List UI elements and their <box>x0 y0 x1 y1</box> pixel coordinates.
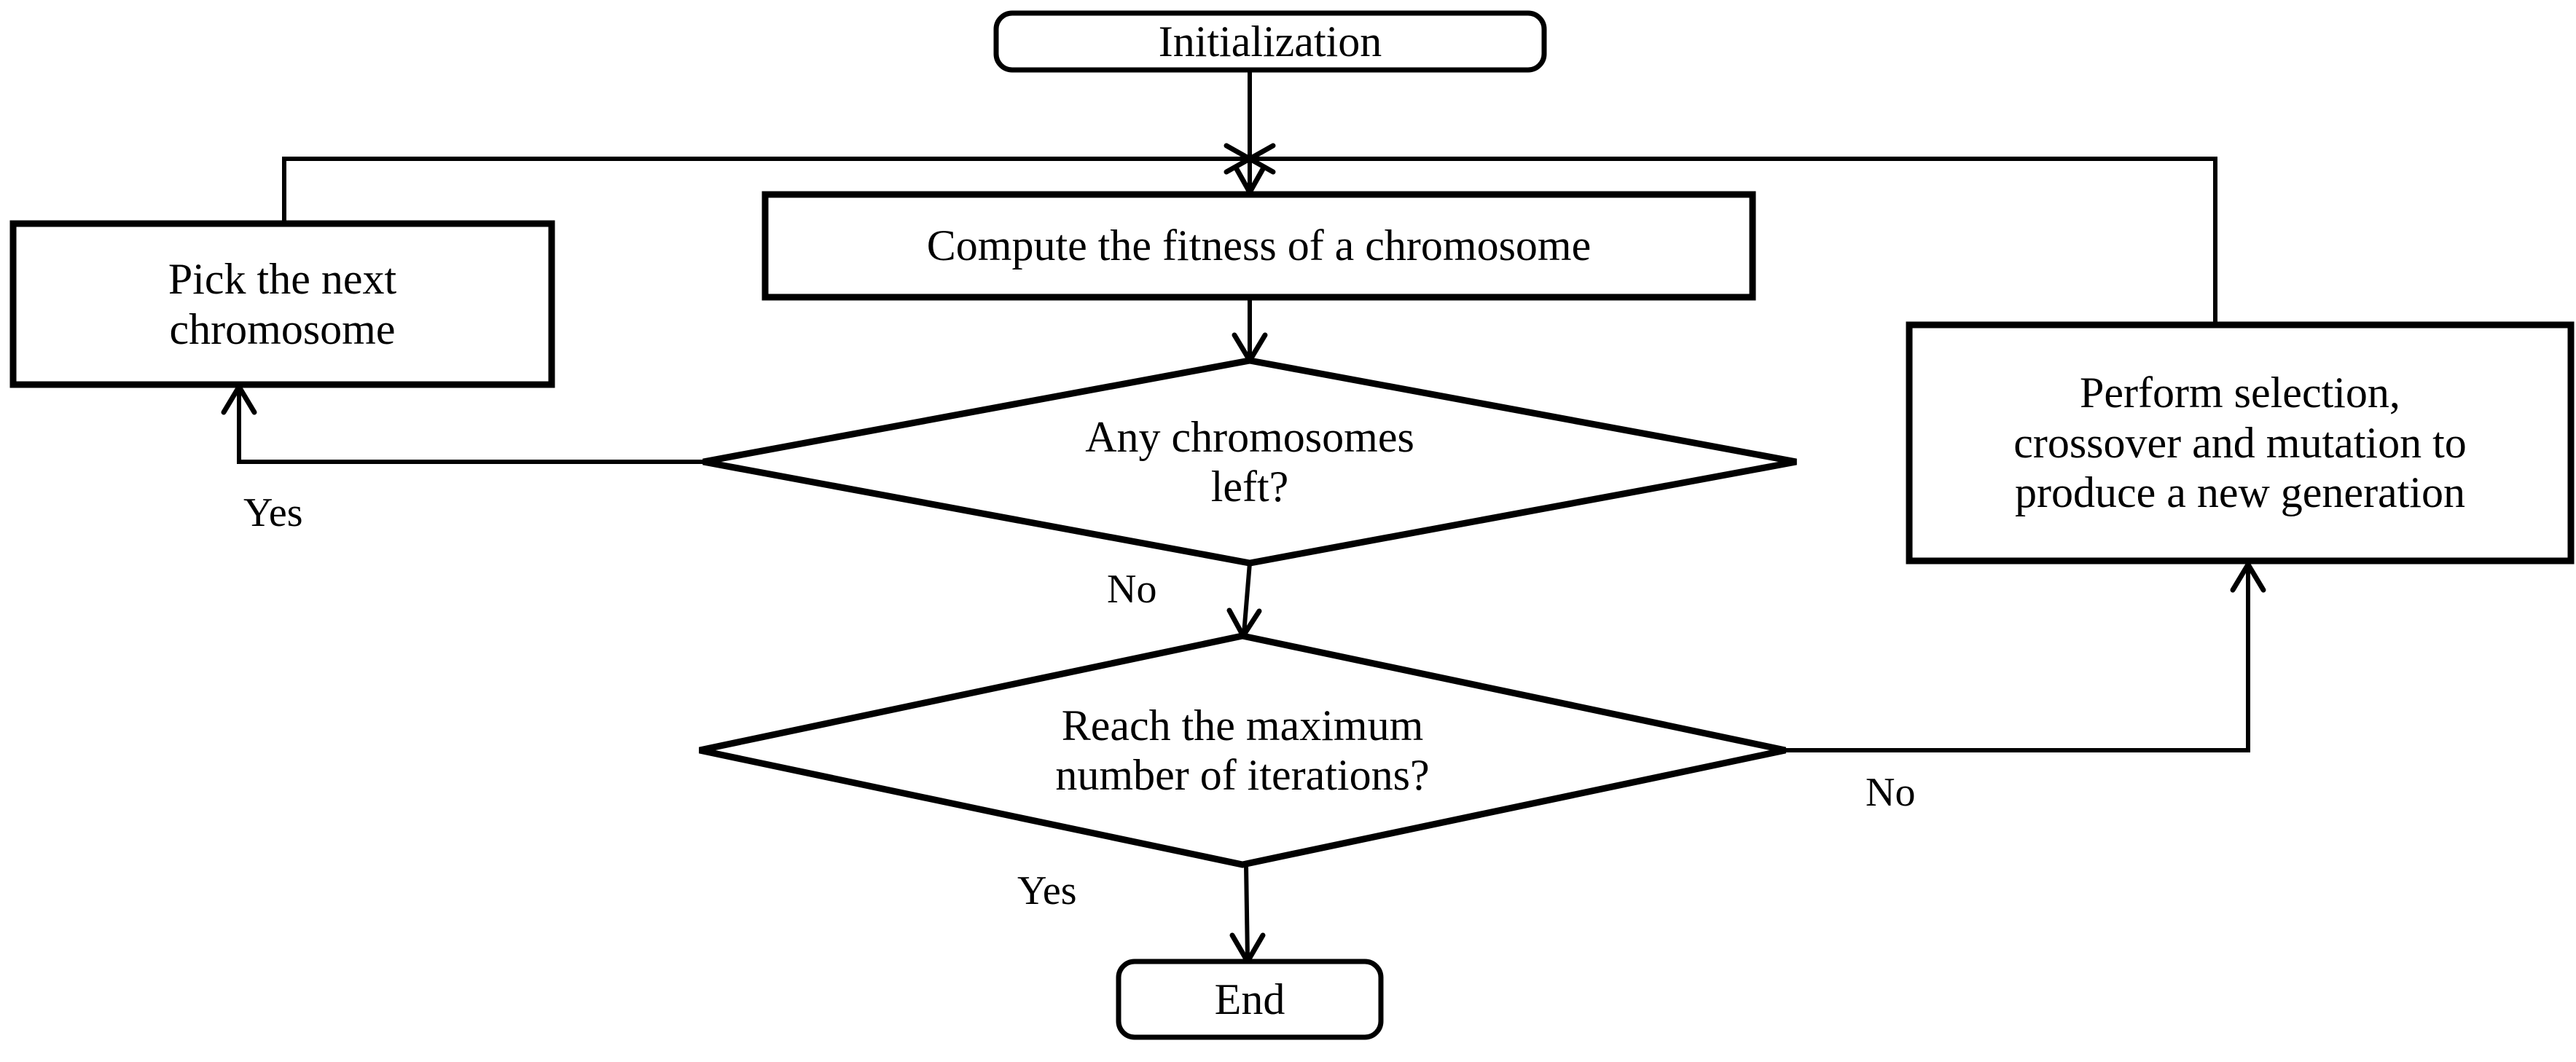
edge-label-no-any-chromosomes: No <box>1107 567 1157 612</box>
edge-reach-max-yes-to-end <box>1229 864 1266 964</box>
node-shape-compute-fitness[interactable] <box>762 191 1756 301</box>
node-shape-end[interactable] <box>1116 959 1384 1040</box>
edge-any-chromosomes-yes-to-pick <box>221 384 703 464</box>
node-shape-pick-next-chromosome[interactable] <box>9 220 555 388</box>
node-shape-any-chromosomes-left[interactable] <box>702 357 1797 567</box>
node-shape-initialization[interactable] <box>993 10 1547 73</box>
edge-label-yes-reach-max: Yes <box>1017 868 1077 913</box>
edge-label-no-reach-max: No <box>1866 770 1916 815</box>
edge-reach-max-no-to-perform <box>1785 562 2266 752</box>
edge-label-yes-any-chromosomes: Yes <box>243 490 303 535</box>
edge-perform-to-compute <box>1247 143 2217 325</box>
edge-any-chromosomes-no-to-reach-max <box>1226 562 1262 639</box>
node-shape-reach-max-iterations[interactable] <box>699 632 1786 868</box>
node-shape-perform-selection[interactable] <box>1906 321 2575 565</box>
edge-compute-to-any-chromosomes <box>1232 297 1268 363</box>
edge-init-to-compute <box>1234 70 1266 195</box>
